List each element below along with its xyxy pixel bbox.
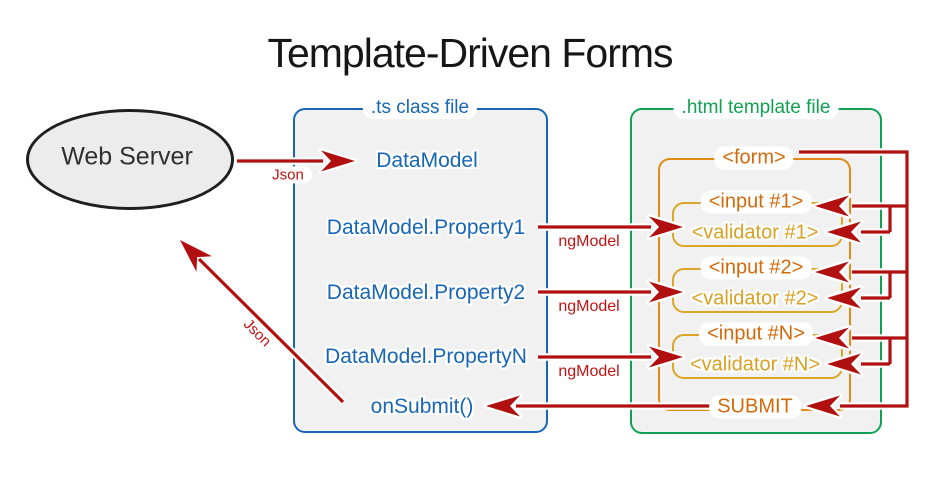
input-n-label: <input #N> xyxy=(699,322,813,346)
ngmodel-label-2: ngModel xyxy=(558,297,620,315)
form-tag-label: <form> xyxy=(714,146,794,170)
page-title: Template-Driven Forms xyxy=(267,30,673,76)
input-1-label: <input #1> xyxy=(700,190,812,214)
validator-1-label: <validator #1> xyxy=(691,221,819,244)
json-response-label: Json xyxy=(234,310,280,356)
submit-label: SUBMIT xyxy=(709,395,801,419)
validator-2-label: <validator #2> xyxy=(691,287,819,310)
ngmodel-label-3: ngModel xyxy=(558,362,620,380)
json-request-label: Json xyxy=(264,166,312,184)
onsubmit-label: onSubmit() xyxy=(370,394,474,418)
ts-box-title: .ts class file xyxy=(362,97,478,119)
input-2-label: <input #2> xyxy=(700,256,812,280)
validator-n-label: <validator #N> xyxy=(689,353,821,376)
web-server-label: Web Server xyxy=(61,142,193,171)
datamodel-property1-label: DataModel.Property1 xyxy=(326,215,526,239)
datamodel-propertyn-label: DataModel.PropertyN xyxy=(325,344,527,368)
web-server-ellipse xyxy=(26,109,234,210)
datamodel-property2-label: DataModel.Property2 xyxy=(326,280,526,304)
html-box-title: .html template file xyxy=(673,97,839,119)
datamodel-label: DataModel xyxy=(376,148,478,172)
ngmodel-label-1: ngModel xyxy=(558,232,620,250)
